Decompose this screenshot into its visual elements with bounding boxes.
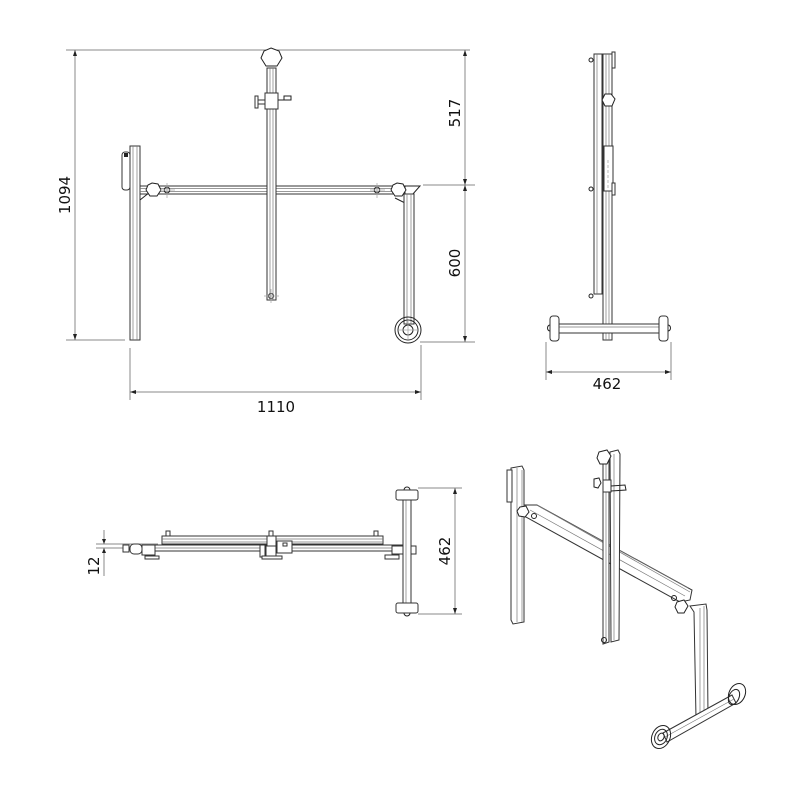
dim-label-517: 517	[446, 99, 464, 128]
iso-knob-right-icon	[674, 599, 689, 614]
iso-left-post	[506, 465, 525, 625]
iso-wheel-back-icon	[727, 682, 747, 706]
iso-column-clamp	[593, 477, 627, 493]
top-wheel-top-icon	[395, 489, 419, 501]
front-view: 1094 517 600 1110	[56, 47, 475, 416]
side-star-knob-icon	[601, 93, 616, 107]
side-rear-post	[593, 53, 603, 295]
iso-bolt-left-icon	[531, 513, 537, 519]
top-bolt-right-icon	[373, 530, 379, 537]
side-wheel-left-icon	[549, 315, 560, 342]
side-hub-left	[547, 324, 551, 332]
iso-bolt-right-icon	[671, 595, 677, 601]
side-bolt-top-icon	[588, 57, 594, 63]
iso-knob-top-icon	[596, 449, 612, 465]
side-top-knob-profile	[611, 51, 616, 69]
left-upright-post	[129, 145, 141, 341]
right-upright-post	[403, 193, 415, 325]
side-mid-knob-profile	[611, 182, 616, 196]
top-right-foot	[384, 554, 400, 560]
dim-label-12: 12	[85, 556, 103, 575]
top-left-sleeve	[141, 544, 156, 556]
dim-label-1110: 1110	[257, 398, 295, 416]
column-bottom-bolt-icon	[264, 289, 279, 303]
dim-label-462-side: 462	[593, 375, 622, 393]
dimension-overall-width: 1110	[129, 345, 422, 416]
iso-knob-left-icon	[516, 505, 530, 518]
iso-right-post	[689, 603, 709, 719]
left-handle-clamp	[121, 151, 131, 191]
isometric-view	[506, 449, 747, 750]
dim-label-1094: 1094	[56, 176, 74, 214]
top-axle	[402, 499, 412, 604]
side-bolt-bottom-icon	[588, 293, 594, 299]
side-wheel-right-icon	[658, 315, 669, 342]
dimension-side-base-width: 462	[545, 342, 672, 393]
bolt-right-icon	[370, 183, 385, 198]
star-knob-left-icon	[145, 182, 162, 197]
side-view: 462	[545, 51, 672, 393]
dimension-top-base-width: 462	[418, 487, 462, 615]
iso-center-column	[601, 449, 621, 645]
dimension-right-stack: 517 600	[420, 50, 475, 343]
top-hub-bottom	[403, 612, 411, 617]
top-bolt-left-icon	[165, 530, 171, 537]
wheel-front-icon	[394, 316, 422, 344]
top-left-knob	[129, 543, 143, 555]
bolt-left-icon	[160, 183, 175, 198]
star-knob-right-icon	[390, 182, 407, 197]
iso-wheel-front-icon	[650, 724, 672, 750]
side-hub-right	[667, 324, 671, 332]
star-knob-top-icon	[260, 47, 283, 67]
top-left-foot	[144, 555, 160, 560]
top-wheel-bottom-icon	[395, 602, 419, 614]
top-hub-top	[403, 486, 411, 491]
top-view: 12	[85, 486, 462, 617]
top-center-clamp	[259, 535, 293, 560]
side-bolt-mid-icon	[588, 186, 594, 192]
dim-label-600: 600	[446, 249, 464, 278]
dim-label-462-top: 462	[436, 537, 454, 566]
side-axle	[557, 323, 661, 334]
column-clamp	[254, 92, 292, 110]
top-bolt-center-icon	[268, 530, 274, 537]
top-left-cap	[122, 544, 130, 553]
